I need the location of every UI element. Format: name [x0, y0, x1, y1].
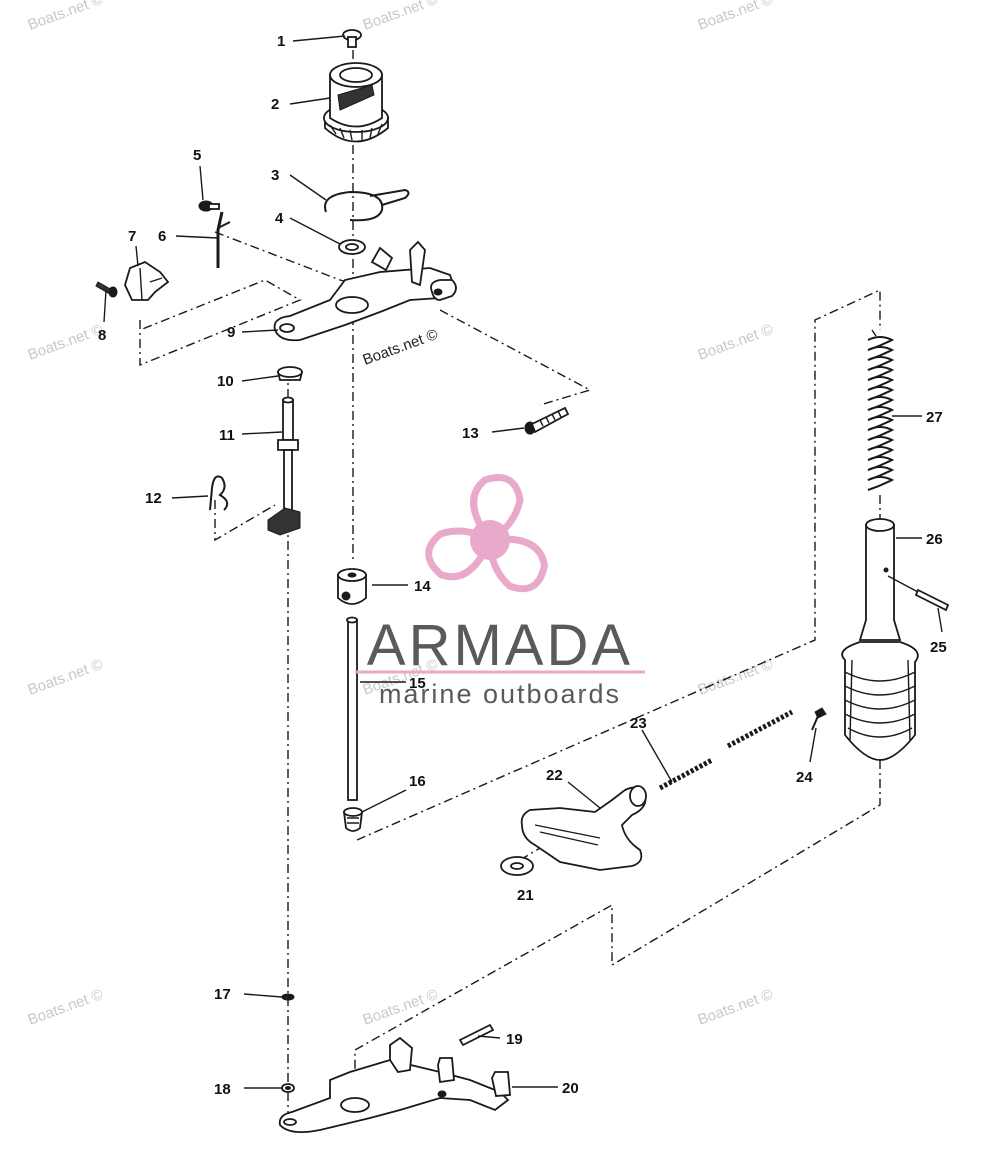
part-18-nut	[281, 1083, 295, 1093]
callout-10: 10	[217, 373, 234, 390]
watermark: Boats.net ©	[696, 321, 776, 364]
part-2-pulley	[323, 62, 389, 143]
part-25-pin	[914, 588, 950, 612]
part-24-screw	[811, 707, 827, 731]
brand-tagline: marine outboards	[379, 679, 621, 709]
part-22-handle	[520, 785, 647, 871]
part-23-rope	[658, 709, 794, 791]
part-14-collar	[337, 568, 367, 605]
watermark: Boats.net ©	[26, 321, 106, 364]
callout-19: 19	[506, 1031, 523, 1048]
watermark: Boats.net ©	[696, 986, 776, 1029]
callout-1: 1	[277, 33, 285, 50]
callout-16: 16	[409, 773, 426, 790]
part-11-shaft	[267, 396, 301, 536]
callout-22: 22	[546, 767, 563, 784]
callout-7: 7	[128, 228, 136, 245]
callout-2: 2	[271, 96, 279, 113]
callout-24: 24	[796, 769, 813, 786]
callout-27: 27	[926, 409, 943, 426]
part-13-screw	[524, 406, 570, 435]
part-16-fitting	[342, 807, 364, 832]
callout-6: 6	[158, 228, 166, 245]
callouts: 1 2 3 4 5 6 7 8 9 10 11 12 13 14 15 16 1…	[98, 33, 947, 1098]
callout-13: 13	[462, 425, 479, 442]
part-4-washer	[338, 239, 366, 255]
part-8-screw	[95, 281, 118, 298]
brand-name: ARMADA	[367, 613, 633, 678]
watermark: Boats.net ©	[26, 0, 106, 34]
part-1-screw	[342, 29, 362, 48]
assembly-lines	[139, 50, 881, 1130]
callout-4: 4	[275, 210, 284, 227]
leader-lines	[103, 35, 943, 1089]
watermarks: Boats.net © Boats.net © Boats.net © Boat…	[26, 0, 776, 1029]
callout-12: 12	[145, 490, 162, 507]
callout-21: 21	[517, 887, 534, 904]
callout-26: 26	[926, 531, 943, 548]
propeller-icon	[425, 474, 549, 593]
part-27-spring	[867, 329, 895, 491]
callout-15: 15	[409, 675, 426, 692]
part-12-clip	[209, 475, 229, 511]
part-10-bushing	[276, 366, 304, 381]
callout-11: 11	[219, 427, 235, 444]
callout-3: 3	[271, 167, 279, 184]
callout-17: 17	[214, 986, 231, 1003]
watermark: Boats.net ©	[361, 0, 441, 34]
part-19-pin	[458, 1023, 495, 1047]
watermark: Boats.net ©	[26, 986, 106, 1029]
brand-logo: ARMADA marine outboards	[355, 474, 645, 709]
watermark: Boats.net ©	[696, 0, 776, 34]
callout-14: 14	[414, 578, 431, 595]
callout-25: 25	[930, 639, 947, 656]
part-9-lever	[273, 240, 457, 342]
watermark: Boats.net ©	[26, 656, 106, 699]
watermark-dark: Boats.net ©	[361, 326, 441, 369]
part-6-rod	[216, 211, 231, 268]
callout-23: 23	[630, 715, 647, 732]
callout-9: 9	[227, 324, 235, 341]
callout-18: 18	[214, 1081, 231, 1098]
part-3-spring	[324, 188, 410, 222]
part-15-rod	[346, 616, 358, 801]
callout-5: 5	[193, 147, 201, 164]
watermark: Boats.net ©	[361, 986, 441, 1029]
callout-8: 8	[98, 327, 106, 344]
part-7-clip	[124, 260, 170, 301]
part-5-screw	[198, 200, 220, 212]
callout-20: 20	[562, 1080, 579, 1097]
part-21-washer	[500, 856, 534, 876]
part-26-housing	[841, 518, 919, 761]
part-17-nut	[281, 993, 295, 1001]
part-20-lever	[278, 1036, 511, 1134]
